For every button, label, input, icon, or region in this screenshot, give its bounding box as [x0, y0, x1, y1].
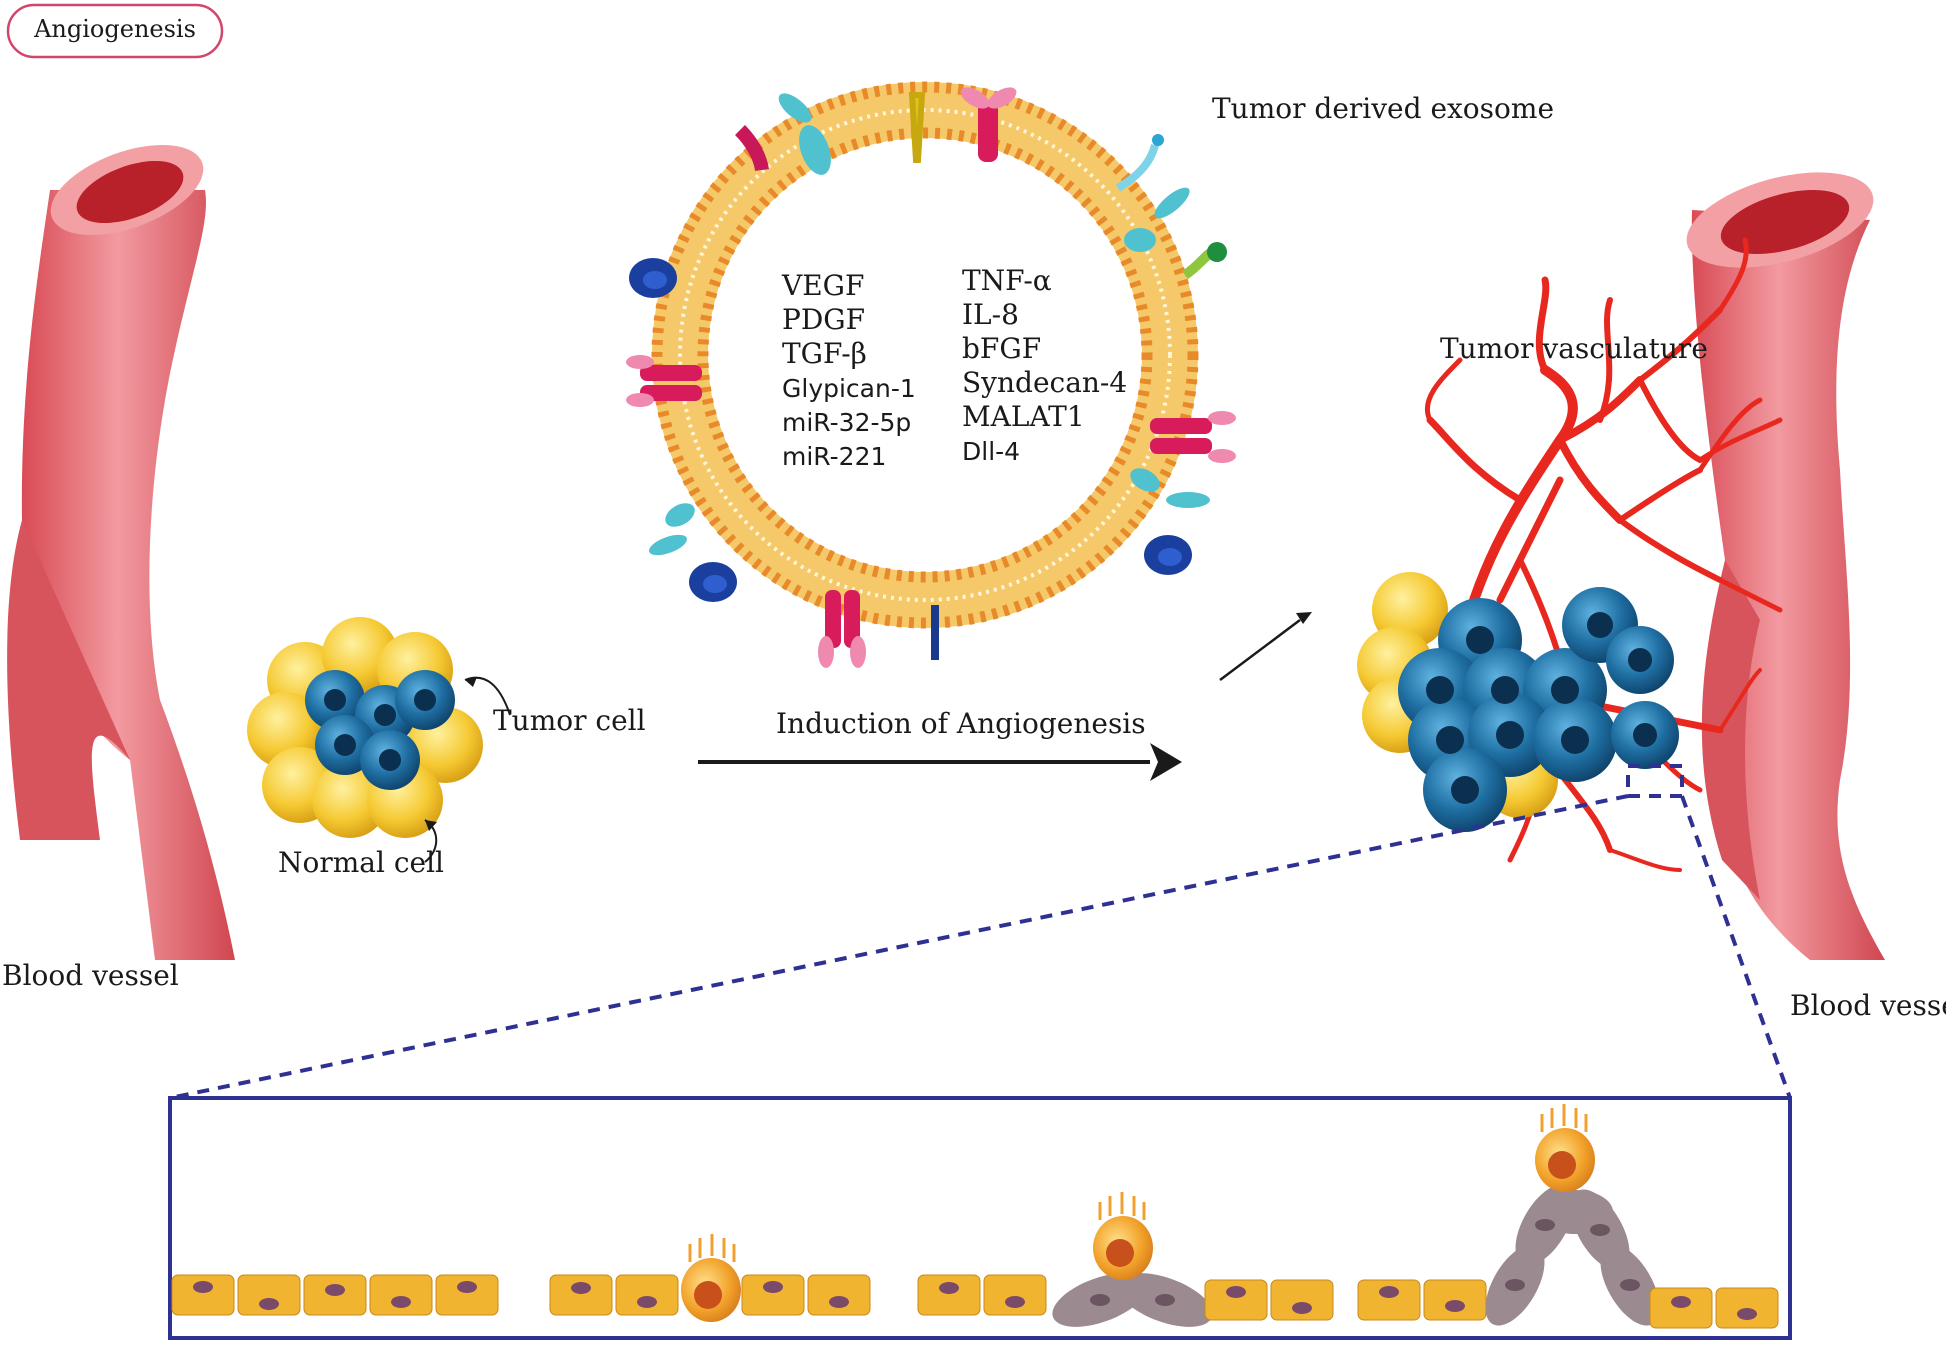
cargo-item: miR-221	[782, 442, 886, 471]
diagonal-arrow	[1219, 612, 1312, 681]
cargo-item: Glypican-1	[782, 374, 916, 403]
zoom-box	[168, 1096, 1792, 1340]
exosome-title: Tumor derived exosome	[1212, 92, 1554, 125]
receptor-protein	[978, 100, 998, 162]
induction-arrow	[698, 743, 1182, 781]
cargo-item: miR-32-5p	[782, 408, 911, 437]
cargo-item: Dll-4	[962, 437, 1020, 466]
cargo-item: TGF-β	[782, 337, 867, 370]
normal-cell-label: Normal cell	[278, 846, 444, 879]
cargo-item: MALAT1	[962, 400, 1085, 433]
tumor-cell-pointer	[464, 676, 511, 716]
zoom-indicator	[169, 764, 1792, 1100]
induction-label: Induction of Angiogenesis	[776, 707, 1146, 740]
cell-cluster-right	[1357, 572, 1679, 832]
stage-2	[549, 1234, 871, 1322]
cargo-item: IL-8	[962, 298, 1019, 331]
tumor-exosome: VEGF PDGF TGF-β Glypican-1 miR-32-5p miR…	[626, 81, 1236, 668]
angiogenesis-badge: Angiogenesis	[6, 3, 224, 59]
blood-vessel-left-label: Blood vessel	[2, 959, 179, 992]
cargo-item: TNF-α	[962, 264, 1052, 297]
cargo-item: VEGF	[781, 269, 864, 302]
left-blood-vessel: Blood vessel	[2, 145, 235, 992]
tumor-vasculature-label: Tumor vasculature	[1440, 332, 1708, 365]
stage-3	[917, 1192, 1334, 1327]
sprouting-stages	[171, 1104, 1779, 1329]
cargo-item: Syndecan-4	[962, 366, 1127, 399]
right-blood-vessel: Blood vessel	[1686, 172, 1946, 1022]
tumor-cell-label: Tumor cell	[493, 704, 646, 737]
tumor-vasculature	[1424, 237, 1783, 872]
cargo-item: PDGF	[782, 303, 865, 336]
cell-cluster-left	[247, 617, 483, 838]
stage-1	[171, 1274, 499, 1316]
cargo-item: bFGF	[962, 332, 1041, 365]
blood-vessel-right-label: Blood vessel	[1790, 989, 1946, 1022]
stage-4	[1357, 1104, 1779, 1329]
badge-label: Angiogenesis	[33, 15, 196, 43]
